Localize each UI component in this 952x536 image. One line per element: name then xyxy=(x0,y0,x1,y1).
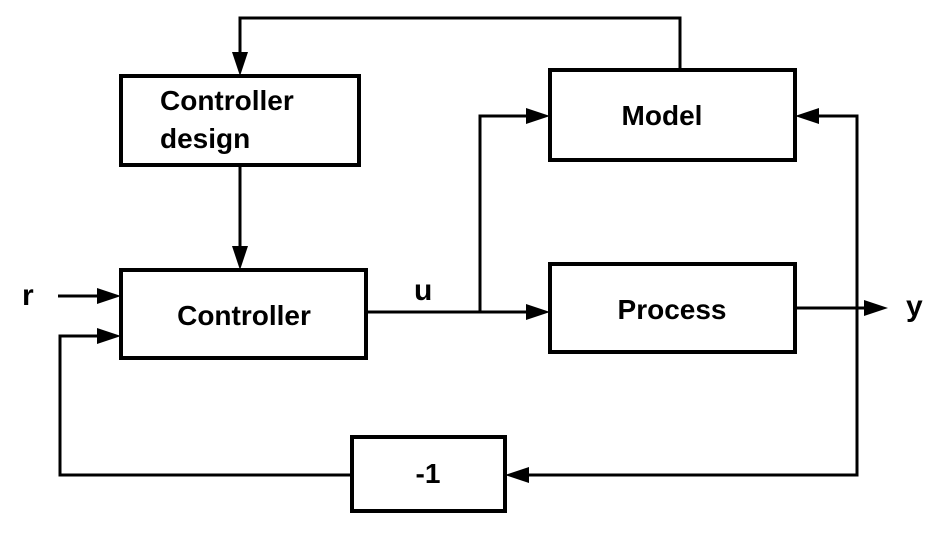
controller-design-block: Controller design xyxy=(119,74,361,167)
process-block: Process xyxy=(548,262,797,354)
gain-input-arrowhead xyxy=(505,467,529,483)
process-label: Process xyxy=(618,294,727,325)
reference-arrowhead xyxy=(97,288,121,304)
model-feedback-arrowhead xyxy=(795,108,819,124)
gain-block: -1 xyxy=(350,435,507,513)
model-input-arrowhead xyxy=(526,108,550,124)
controller-design-label-line2: design xyxy=(160,123,250,154)
model-label: Model xyxy=(622,100,703,131)
reference-signal-label: r xyxy=(22,279,34,312)
model-to-controller-design-wire xyxy=(238,16,682,70)
process-input-arrowhead xyxy=(526,304,550,320)
controller-feedback-arrowhead xyxy=(97,328,121,344)
output-arrowhead xyxy=(864,300,888,316)
model-block: Model xyxy=(548,68,797,162)
output-to-model-wire xyxy=(813,114,859,308)
controller-design-label-line1: Controller xyxy=(160,85,294,116)
gain-to-controller-wire xyxy=(58,334,352,477)
gain-label: -1 xyxy=(416,458,441,489)
controller-block: Controller xyxy=(119,268,368,360)
controller-design-input-arrowhead xyxy=(232,52,248,76)
controller-label: Controller xyxy=(177,300,311,331)
controller-design-output-arrowhead xyxy=(232,246,248,270)
control-signal-label: u xyxy=(414,274,432,307)
output-to-gain-wire xyxy=(523,308,859,477)
control-to-model-wire xyxy=(478,114,532,312)
output-signal-label: y xyxy=(906,290,923,323)
